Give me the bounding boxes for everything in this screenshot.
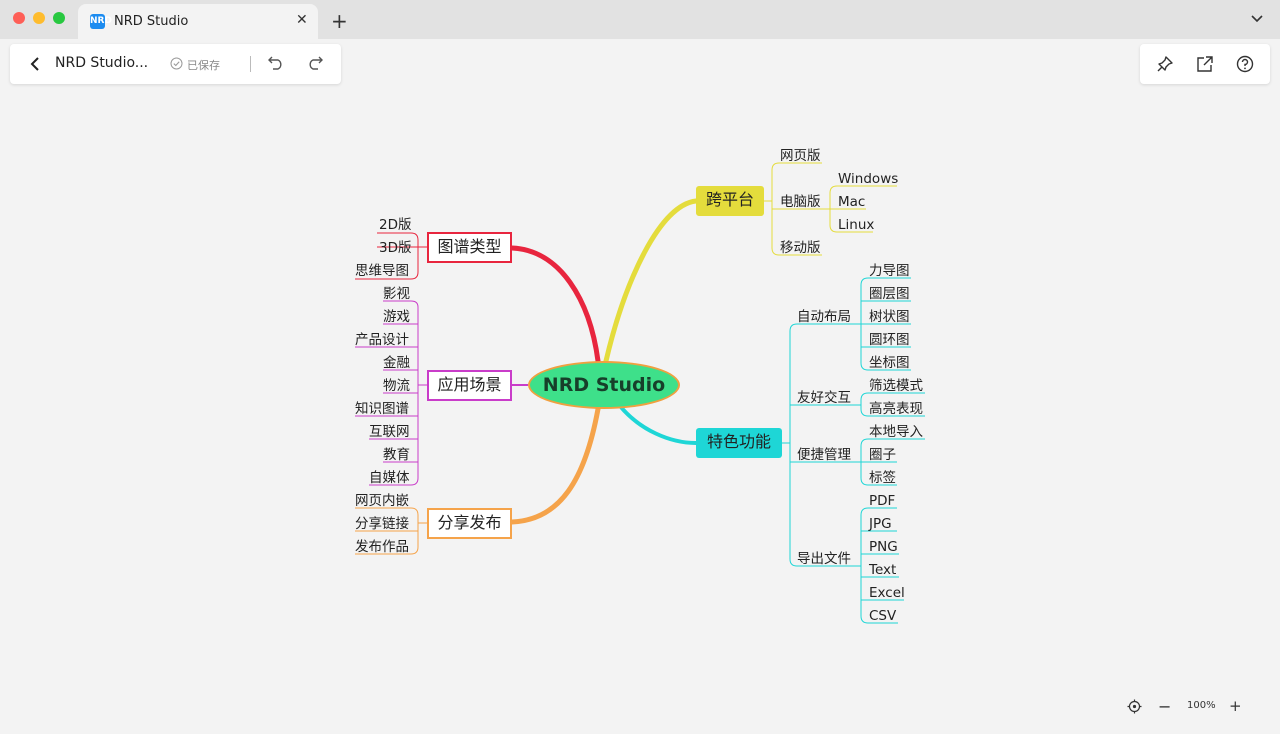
leaf-film[interactable]: 影视 <box>383 286 410 302</box>
leaf-desktop-version[interactable]: 电脑版 <box>780 194 821 210</box>
new-tab-button[interactable]: + <box>331 9 348 33</box>
leaf-ring[interactable]: 圆环图 <box>869 332 910 348</box>
leaf-excel[interactable]: Excel <box>869 585 905 601</box>
pin-icon[interactable] <box>1156 55 1174 73</box>
leaf-education[interactable]: 教育 <box>383 447 410 463</box>
leaf-internet[interactable]: 互联网 <box>369 424 410 440</box>
leaf-jpg[interactable]: JPG <box>869 516 892 532</box>
browser-tab[interactable]: NRD NRD Studio ✕ <box>78 4 318 39</box>
leaf-coordinate[interactable]: 坐标图 <box>869 355 910 371</box>
node-publish[interactable]: 分享发布 <box>427 508 512 539</box>
leaf-mobile-version[interactable]: 移动版 <box>780 240 821 256</box>
undo-icon[interactable] <box>267 55 285 71</box>
external-share-icon[interactable] <box>1196 55 1214 73</box>
leaf-game[interactable]: 游戏 <box>383 309 410 325</box>
mindmap-root-node[interactable]: NRD Studio <box>528 361 680 409</box>
leaf-publish-work[interactable]: 发布作品 <box>355 539 409 555</box>
leaf-mindmap[interactable]: 思维导图 <box>355 263 409 279</box>
node-cross-platform[interactable]: 跨平台 <box>696 186 764 216</box>
document-title[interactable]: NRD Studio... <box>55 55 149 71</box>
leaf-logistics[interactable]: 物流 <box>383 378 410 394</box>
leaf-local-import[interactable]: 本地导入 <box>869 424 923 440</box>
back-arrow-icon[interactable] <box>28 56 42 72</box>
leaf-force-graph[interactable]: 力导图 <box>869 263 910 279</box>
leaf-linux[interactable]: Linux <box>838 217 875 233</box>
app-logo-icon: NRD <box>90 14 112 29</box>
leaf-3d[interactable]: 3D版 <box>379 240 412 256</box>
leaf-filter-mode[interactable]: 筛选模式 <box>869 378 923 394</box>
redo-icon[interactable] <box>306 55 324 71</box>
toolbar-divider <box>250 56 251 72</box>
chevron-down-icon[interactable] <box>1250 12 1264 26</box>
node-scenarios[interactable]: 应用场景 <box>427 370 512 401</box>
leaf-text[interactable]: Text <box>869 562 897 578</box>
leaf-interaction[interactable]: 友好交互 <box>797 390 851 406</box>
window-titlebar: NRD NRD Studio ✕ + <box>0 0 1280 39</box>
leaf-png[interactable]: PNG <box>869 539 898 555</box>
help-icon[interactable] <box>1236 55 1254 73</box>
tab-title: NRD Studio <box>114 14 189 29</box>
leaf-knowledge-graph[interactable]: 知识图谱 <box>355 401 409 417</box>
tools-toolbar <box>1140 44 1270 84</box>
leaf-circles[interactable]: 圈子 <box>869 447 896 463</box>
zoom-out-button[interactable]: − <box>1158 697 1172 716</box>
leaf-share-link[interactable]: 分享链接 <box>355 516 409 532</box>
zoom-level: 100% <box>1187 700 1216 711</box>
tab-close-icon[interactable]: ✕ <box>296 12 308 28</box>
check-circle-icon <box>170 57 183 70</box>
leaf-highlight[interactable]: 高亮表现 <box>869 401 923 417</box>
leaf-management[interactable]: 便捷管理 <box>797 447 851 463</box>
leaf-product-design[interactable]: 产品设计 <box>355 332 409 348</box>
node-features[interactable]: 特色功能 <box>696 428 782 458</box>
zoom-in-button[interactable]: + <box>1229 697 1242 715</box>
leaf-self-media[interactable]: 自媒体 <box>369 470 410 486</box>
leaf-2d[interactable]: 2D版 <box>379 217 412 233</box>
leaf-windows[interactable]: Windows <box>838 171 899 187</box>
node-graph-types[interactable]: 图谱类型 <box>427 232 512 263</box>
minimize-window-button[interactable] <box>33 12 45 24</box>
leaf-csv[interactable]: CSV <box>869 608 897 624</box>
close-window-button[interactable] <box>13 12 25 24</box>
leaf-export[interactable]: 导出文件 <box>797 551 851 567</box>
leaf-pdf[interactable]: PDF <box>869 493 896 509</box>
leaf-circle-layer[interactable]: 圈层图 <box>869 286 910 302</box>
locate-center-icon[interactable] <box>1127 699 1142 714</box>
leaf-web-version[interactable]: 网页版 <box>780 148 821 164</box>
document-toolbar: NRD Studio... 已保存 <box>10 44 341 84</box>
leaf-mac[interactable]: Mac <box>838 194 866 210</box>
leaf-finance[interactable]: 金融 <box>383 355 410 371</box>
maximize-window-button[interactable] <box>53 12 65 24</box>
leaf-tree[interactable]: 树状图 <box>869 309 910 325</box>
leaf-web-embed[interactable]: 网页内嵌 <box>355 493 409 509</box>
leaf-tags[interactable]: 标签 <box>869 470 896 486</box>
saved-status: 已保存 <box>187 59 220 72</box>
leaf-auto-layout[interactable]: 自动布局 <box>797 309 851 325</box>
